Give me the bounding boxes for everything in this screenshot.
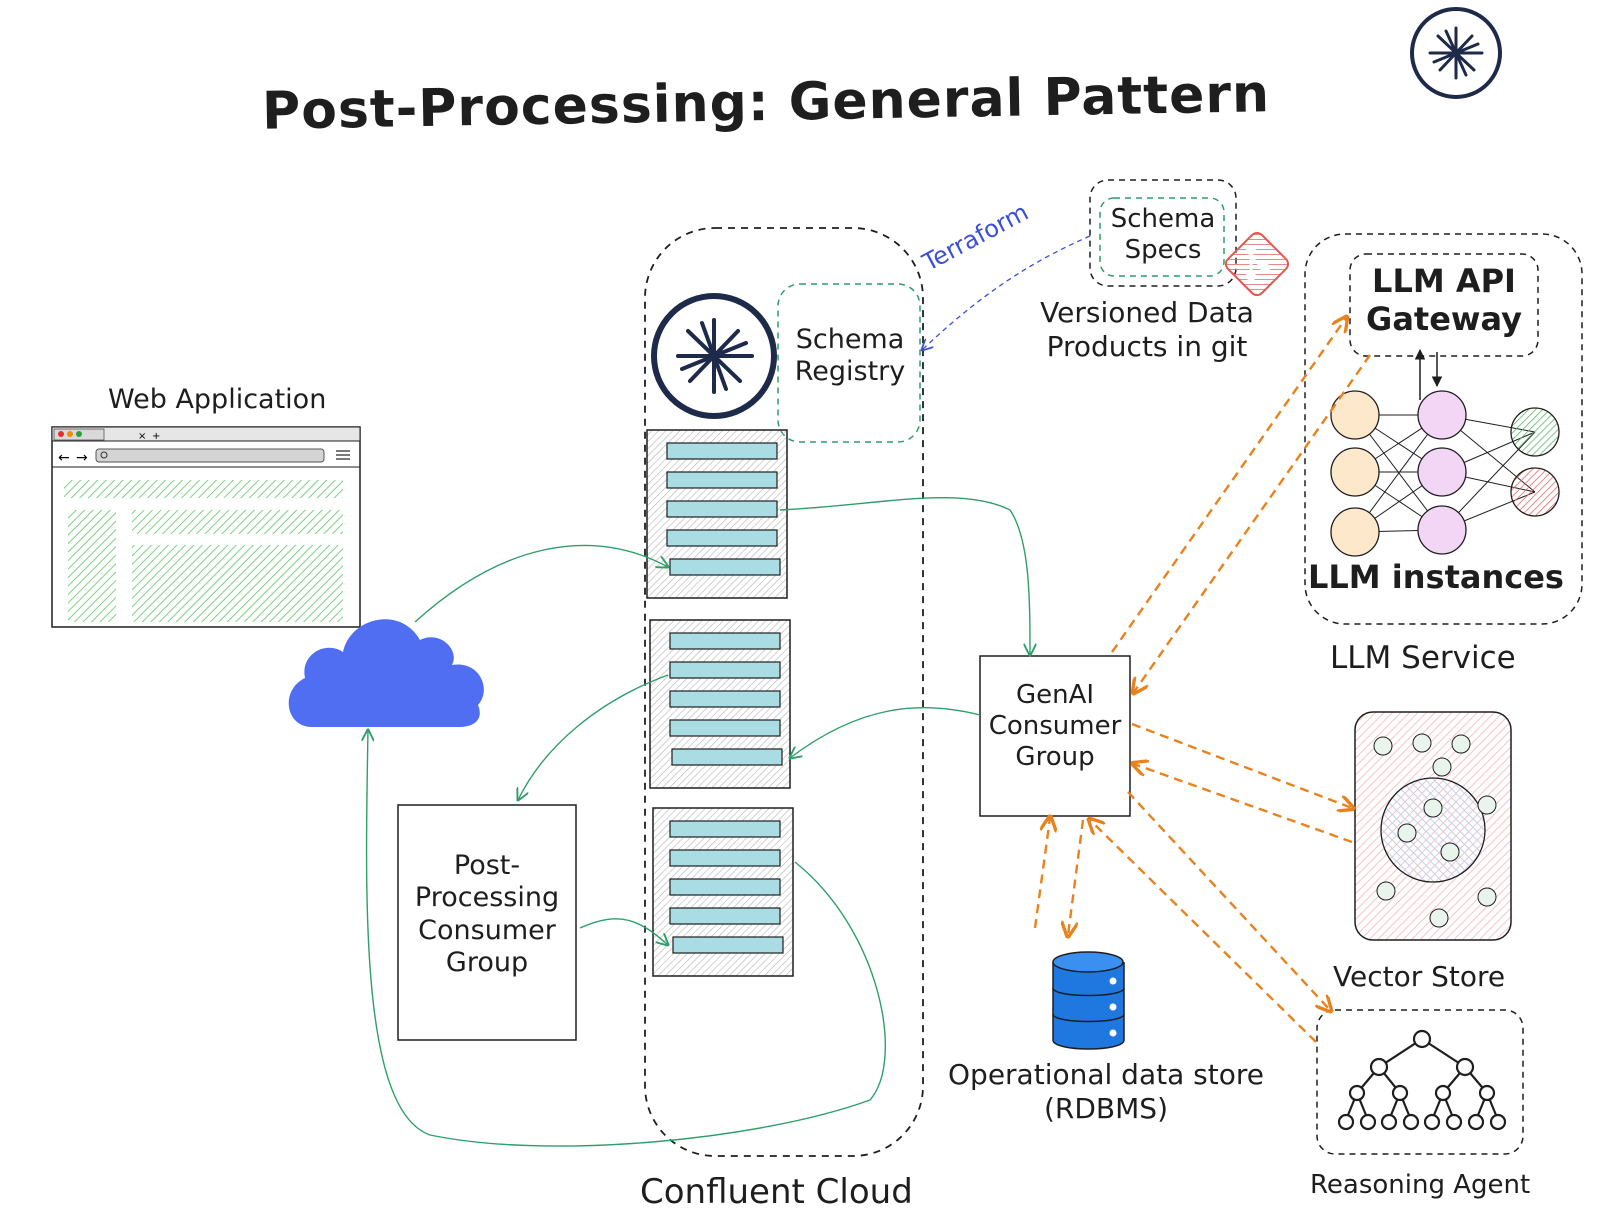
schema-registry-box xyxy=(777,283,921,443)
genai-to-ods-arrow xyxy=(1068,819,1085,935)
neural-network-icon xyxy=(1330,390,1560,557)
git-icon xyxy=(1224,231,1290,297)
schema-registry-label: Schema Registry xyxy=(794,324,906,388)
genai-consumer-group-box xyxy=(979,655,1131,817)
confluent-logo-icon xyxy=(651,293,777,419)
flow-topic2-to-postprocessing xyxy=(518,674,669,800)
genai-consumer-group-label: GenAI Consumer Group xyxy=(988,680,1122,773)
web-application-label: Web Application xyxy=(108,384,327,415)
vector-store-label: Vector Store xyxy=(1333,960,1506,993)
confluent-cloud-container xyxy=(644,227,924,1157)
browser-window-icon: × + ← → xyxy=(51,426,361,628)
flow-topic3-to-cloud xyxy=(367,730,886,1147)
reasoning-agent-container xyxy=(1316,1009,1524,1155)
vector-store-icon xyxy=(1354,711,1512,941)
flow-genai-to-topic2 xyxy=(790,707,981,758)
versioned-data-products-container xyxy=(1089,179,1237,287)
llm-instances-label: LLM instances xyxy=(1308,558,1564,596)
svg-text:×: × xyxy=(138,431,146,442)
schema-specs-label: Schema Specs xyxy=(1110,204,1216,266)
flow-topic1-to-genai xyxy=(779,496,1030,655)
post-processing-consumer-group-label: Post-Processing Consumer Group xyxy=(414,850,560,979)
vector-store-to-genai-arrow xyxy=(1134,764,1353,844)
flow-cloud-to-topic1 xyxy=(414,544,668,623)
svg-text:←: ← xyxy=(58,450,70,466)
operational-data-store-label: Operational data store (RDBMS) xyxy=(948,1058,1264,1125)
confluent-cloud-label: Confluent Cloud xyxy=(640,1172,913,1212)
genai-to-vector-store-arrow xyxy=(1131,722,1352,808)
genai-to-reasoning-agent-arrow xyxy=(1127,791,1330,1010)
versioned-data-products-label: Versioned Data Products in git xyxy=(1040,296,1254,363)
llm-service-container xyxy=(1304,233,1583,625)
ods-to-genai-arrow xyxy=(1033,818,1050,929)
cloud-icon xyxy=(288,619,484,727)
flow-postprocessing-to-topic3 xyxy=(579,918,668,945)
llm-service-label: LLM Service xyxy=(1330,640,1516,676)
tree-icon xyxy=(1337,1029,1507,1131)
llm-api-gateway-box xyxy=(1349,253,1539,357)
schema-specs-box xyxy=(1099,197,1225,277)
topic-stack-2 xyxy=(649,619,791,789)
genai-to-llm-gateway-arrow xyxy=(1111,318,1346,653)
terraform-arrow xyxy=(922,235,1091,350)
confluent-logo-icon xyxy=(1410,7,1502,99)
topic-stack-1 xyxy=(646,429,788,599)
llm-gateway-to-genai-arrow xyxy=(1134,354,1371,692)
svg-text:→: → xyxy=(76,450,88,466)
database-icon xyxy=(1052,951,1125,1050)
post-processing-consumer-group-box xyxy=(397,804,577,1041)
reasoning-agent-to-genai-arrow xyxy=(1090,820,1317,1043)
svg-text:+: + xyxy=(152,431,160,442)
llm-api-gateway-label: LLM API Gateway xyxy=(1366,262,1522,339)
reasoning-agent-label: Reasoning Agent xyxy=(1310,1170,1531,1200)
topic-stack-3 xyxy=(652,807,794,977)
